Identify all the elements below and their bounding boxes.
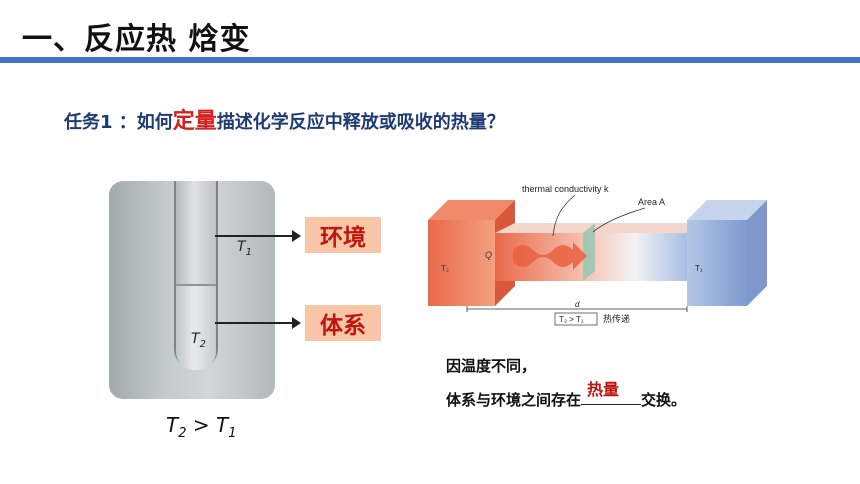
conclusion-line-2: 体系与环境之间存在热量交换。 xyxy=(446,380,687,410)
conductivity-leader xyxy=(552,194,576,237)
t1-block-label: T₁ xyxy=(695,264,703,273)
t2-label: T2 xyxy=(191,331,206,350)
distance-label: d xyxy=(575,300,580,309)
conclusion-suffix: 交换。 xyxy=(641,391,687,409)
task-heading: 任务1 ：如何定量描述化学反应中释放或吸收的热量？ xyxy=(64,103,505,135)
t2-block-label: T₂ xyxy=(441,264,449,273)
heat-flow-arrow xyxy=(513,242,587,270)
environment-box: 环境 xyxy=(305,217,381,253)
temperature-comparison: T2 > T1 xyxy=(166,413,237,441)
arrow-to-system xyxy=(215,317,301,329)
heat-conduction-diagram: thermal conductivity k Area A T₂ Q T₁ d … xyxy=(428,184,767,326)
fill-blank: 热量 xyxy=(581,380,642,405)
hot-block-top xyxy=(428,200,515,220)
area-leader xyxy=(592,207,646,233)
task-prefix: 任务1 ：如何 xyxy=(64,112,173,133)
cold-block-top xyxy=(687,200,767,220)
condition-box xyxy=(554,312,598,326)
test-tube-liquid xyxy=(176,284,216,370)
arrow-to-environment xyxy=(215,230,301,242)
cold-block-side xyxy=(747,200,767,306)
area-label: Area A xyxy=(638,197,665,207)
task-emphasis: 定量 xyxy=(172,109,217,134)
test-tube-photo: T1 T2 xyxy=(109,181,275,399)
conclusion-line-1: 因温度不同， xyxy=(446,357,537,375)
conclusion-prefix: 体系与环境之间存在 xyxy=(446,391,582,409)
task-suffix: 描述化学反应中释放或吸收的热量？ xyxy=(216,112,505,133)
q-label: Q xyxy=(485,250,492,260)
cold-block-front xyxy=(687,220,747,306)
thermal-conductivity-label: thermal conductivity k xyxy=(522,184,609,194)
title-divider xyxy=(0,57,860,63)
heat-transfer-label: 热传递 xyxy=(603,313,630,325)
t1-label: T1 xyxy=(237,239,252,258)
system-box: 体系 xyxy=(305,305,381,341)
hot-block-front xyxy=(428,220,495,306)
page-title: 一、反应热 焓变 xyxy=(22,22,251,57)
area-slab xyxy=(583,223,595,281)
fill-answer: 热量 xyxy=(587,380,620,399)
condition-label: T₂ > T₁ xyxy=(559,315,584,324)
